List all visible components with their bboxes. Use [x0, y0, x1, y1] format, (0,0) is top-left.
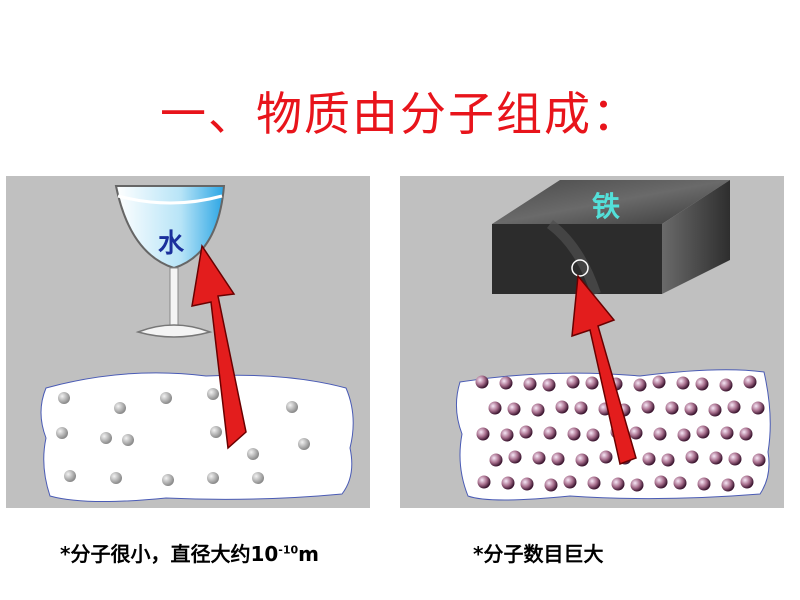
iron-molecule: [555, 400, 569, 414]
caption-molecule-count: *分子数目巨大: [473, 542, 604, 566]
iron-molecules-panel: 铁: [400, 176, 784, 508]
iron-molecule: [676, 376, 690, 390]
iron-molecule: [551, 452, 565, 466]
iron-molecule: [629, 426, 643, 440]
iron-molecule: [695, 377, 709, 391]
caption-size-exponent: -10: [278, 543, 299, 557]
iron-molecule: [586, 428, 600, 442]
iron-block-icon: [492, 180, 730, 296]
iron-molecule: [532, 451, 546, 465]
zoom-arrow-icon: [191, 244, 247, 450]
iron-molecule: [543, 426, 557, 440]
iron-molecule: [709, 451, 723, 465]
slide-title: 一、物质由分子组成：: [160, 87, 640, 141]
iron-molecule: [728, 452, 742, 466]
iron-molecule: [684, 402, 698, 416]
iron-molecule: [507, 402, 521, 416]
iron-molecule: [685, 450, 699, 464]
iron-molecule-illustration: 铁: [456, 180, 771, 501]
zoom-arrow-icon: [571, 274, 637, 466]
water-molecules-panel: 水: [6, 176, 370, 508]
iron-molecule: [508, 450, 522, 464]
iron-molecule: [567, 427, 581, 441]
iron-molecule: [575, 453, 589, 467]
iron-molecule: [673, 476, 687, 490]
iron-molecule: [743, 375, 757, 389]
iron-molecule: [677, 428, 691, 442]
iron-molecule: [531, 403, 545, 417]
iron-molecule: [696, 425, 710, 439]
iron-molecule: [751, 401, 765, 415]
iron-molecule: [721, 478, 735, 492]
iron-molecule: [477, 475, 491, 489]
iron-molecule: [501, 476, 515, 490]
iron-molecule: [697, 477, 711, 491]
iron-molecule: [652, 375, 666, 389]
iron-molecule: [654, 475, 668, 489]
wine-glass-icon: [114, 185, 226, 338]
iron-molecules: [475, 375, 766, 492]
iron-molecule: [489, 453, 503, 467]
iron-molecule: [740, 475, 754, 489]
iron-molecule: [611, 477, 625, 491]
iron-molecule: [476, 427, 490, 441]
iron-molecule: [752, 453, 766, 467]
caption-size-unit: m: [298, 542, 320, 566]
glass-label: 水: [158, 229, 185, 259]
iron-molecule: [585, 376, 599, 390]
iron-molecule: [727, 400, 741, 414]
iron-molecule: [599, 450, 613, 464]
water-molecule-illustration: 水: [40, 185, 354, 503]
iron-molecule: [566, 375, 580, 389]
iron-molecule: [520, 477, 534, 491]
iron-molecule: [653, 427, 667, 441]
iron-molecule: [475, 375, 489, 389]
iron-molecule: [563, 475, 577, 489]
iron-molecule: [630, 478, 644, 492]
caption-size-text: *分子很小，直径大约10: [60, 542, 279, 566]
iron-molecule: [542, 378, 556, 392]
water-molecules: [56, 388, 310, 486]
iron-molecule: [574, 401, 588, 415]
iron-molecule: [633, 378, 647, 392]
iron-molecule: [720, 426, 734, 440]
iron-molecule: [523, 377, 537, 391]
iron-molecule: [708, 403, 722, 417]
iron-molecule: [587, 476, 601, 490]
iron-molecule: [519, 425, 533, 439]
iron-molecule: [719, 378, 733, 392]
iron-molecule: [500, 428, 514, 442]
iron-molecule: [739, 427, 753, 441]
block-label: 铁: [592, 190, 620, 223]
water-blob: [40, 372, 354, 503]
iron-molecule: [544, 478, 558, 492]
iron-molecule: [642, 452, 656, 466]
iron-molecule: [499, 376, 513, 390]
iron-molecule: [665, 401, 679, 415]
iron-molecule: [661, 453, 675, 467]
iron-molecule: [488, 401, 502, 415]
iron-molecule: [641, 400, 655, 414]
caption-molecule-size: *分子很小，直径大约10-10m: [60, 538, 319, 567]
